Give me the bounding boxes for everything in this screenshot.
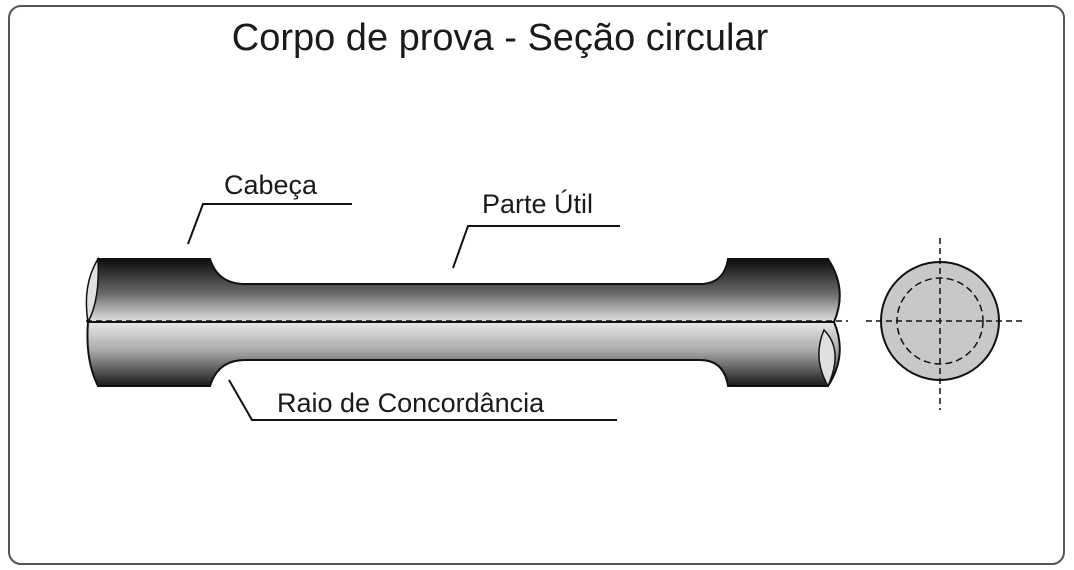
useful-part-leader-line bbox=[452, 225, 620, 269]
fillet-radius-leader-line bbox=[228, 379, 617, 421]
specimen-left-end bbox=[85, 256, 100, 325]
cross-section-view bbox=[866, 238, 1024, 410]
useful-part-label: Parte Útil bbox=[482, 188, 593, 219]
specimen-right-end bbox=[818, 328, 836, 388]
head-leader-line bbox=[187, 203, 352, 245]
head-label: Cabeça bbox=[224, 170, 318, 200]
diagram-title: Corpo de prova - Seção circular bbox=[232, 17, 769, 59]
specimen-lower-half bbox=[86, 321, 841, 387]
fillet-radius-label: Raio de Concordância bbox=[277, 388, 545, 418]
